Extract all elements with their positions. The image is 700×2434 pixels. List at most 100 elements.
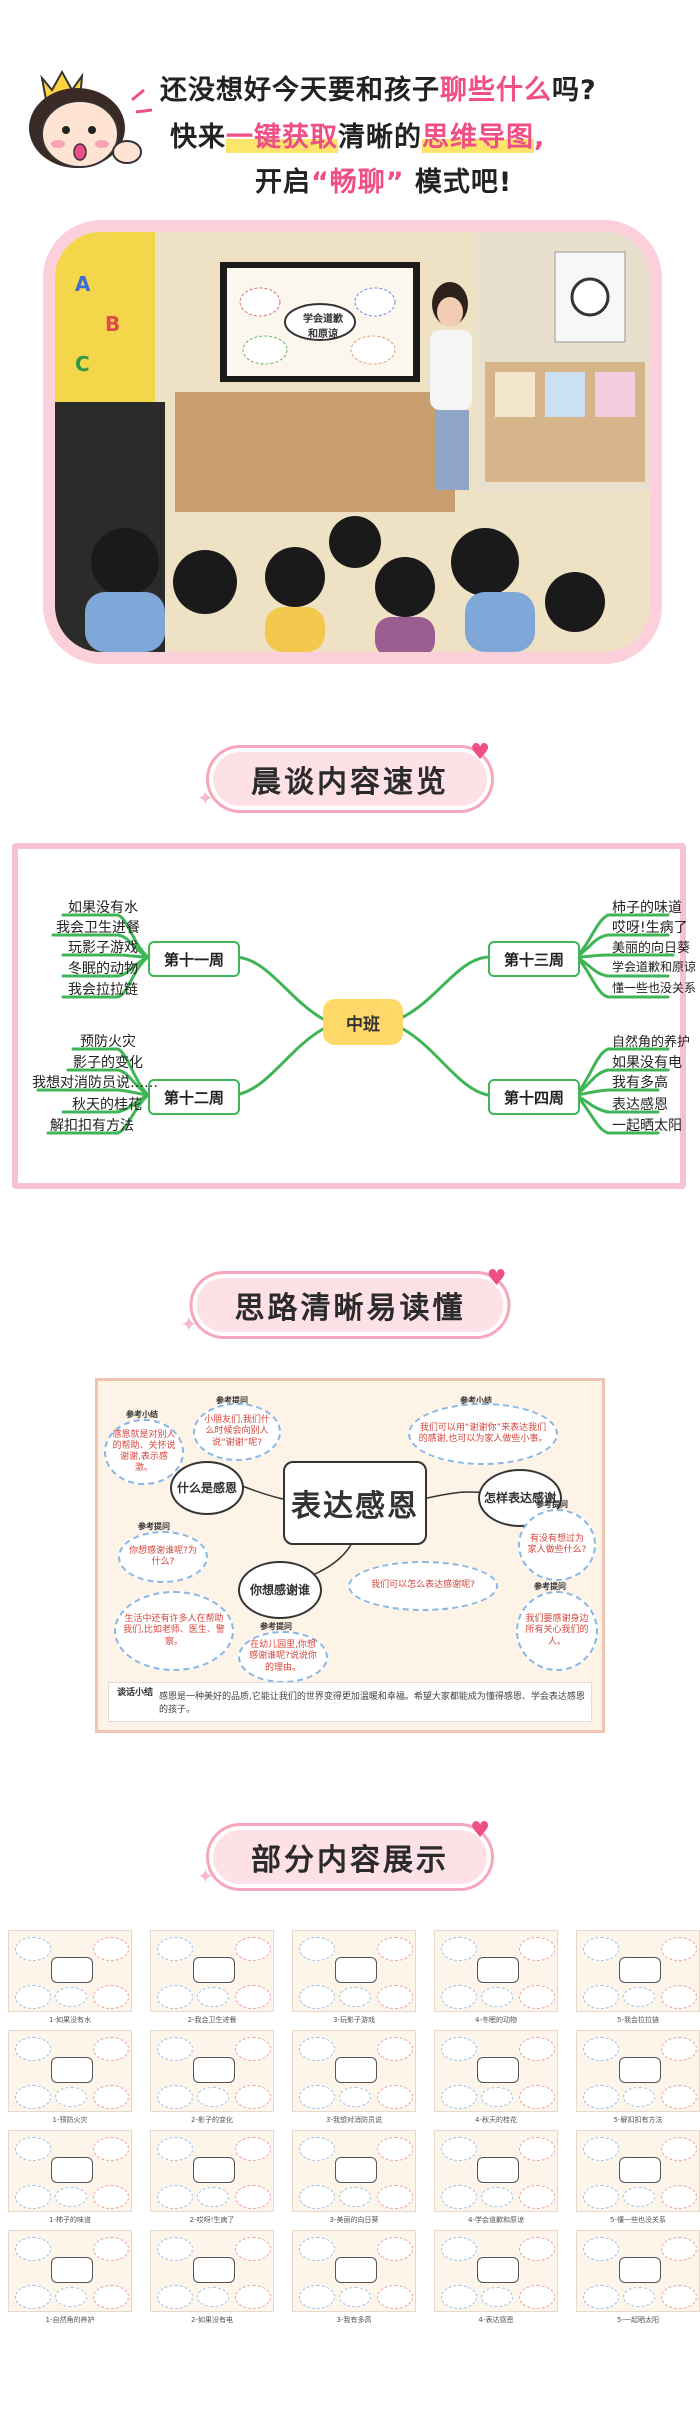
- thumbnail-bubble: [661, 2137, 697, 2161]
- gallery-thumbnail[interactable]: [434, 2130, 558, 2212]
- gallery-thumbnail[interactable]: [8, 2230, 132, 2312]
- thumbnail-bubble: [519, 2037, 555, 2061]
- gallery-thumbnail[interactable]: [150, 2130, 274, 2212]
- thumbnail-bubble: [377, 2185, 413, 2209]
- gallery-thumbnail[interactable]: [292, 1930, 416, 2012]
- hero-text: 开启: [255, 167, 311, 198]
- thumbnail-center-node: [51, 2157, 93, 2183]
- thumbnail-bubble: [157, 1985, 193, 2009]
- gallery-thumbnail[interactable]: [150, 1930, 274, 2012]
- thumbnail-center-node: [193, 2157, 235, 2183]
- hero-highlight: 一键获取: [226, 122, 338, 153]
- gallery-thumbnail[interactable]: [292, 2030, 416, 2112]
- thumbnail-bubble: [157, 2137, 193, 2161]
- thumbnail-bubble: [519, 2137, 555, 2161]
- week-node: 第十四周: [488, 1079, 580, 1115]
- hero-text: 还没想好今天要和孩子: [160, 75, 440, 106]
- thumbnail-bubble: [377, 2285, 413, 2309]
- thumbnail-bubble: [93, 2037, 129, 2061]
- classroom-photo: 学会道歉和原谅 A B C: [55, 232, 650, 652]
- thumbnail-bubble: [661, 1937, 697, 1961]
- hero-text: 吗?: [552, 75, 597, 106]
- hero-line-2: 快来一键获取清晰的思维导图,: [170, 115, 545, 154]
- thumbnail-center-node: [335, 1957, 377, 1983]
- gallery-thumbnail[interactable]: [576, 1930, 700, 2012]
- thumbnail-bubble: [235, 1937, 271, 1961]
- week-node: 第十一周: [148, 941, 240, 977]
- gallery-caption: 4-秋天的桂花: [475, 2116, 517, 2124]
- gallery-thumbnail[interactable]: [292, 2130, 416, 2212]
- mindmap-leaf: 哎呀!生病了: [612, 920, 688, 936]
- footer-badge: 谈话小结: [117, 1688, 154, 1698]
- thumbnail-bubble: [55, 2087, 87, 2107]
- thumbnail-center-node: [619, 2057, 661, 2083]
- mindmap-leaf: 我会卫生进餐: [56, 920, 140, 936]
- thumbnail-bubble: [441, 2185, 477, 2209]
- gallery-thumbnail[interactable]: [434, 2230, 558, 2312]
- gallery-thumbnail[interactable]: [8, 2130, 132, 2212]
- thumbnail-bubble: [15, 1937, 51, 1961]
- mindmap-leaf: 影子的变化: [73, 1055, 143, 1071]
- thumbnail-bubble: [157, 2285, 193, 2309]
- poster-title-part: 表达: [291, 1489, 355, 1524]
- footer-text: 感恩是一种美好的品质,它能让我们的世界变得更加温暖和幸福。希望大家都能成为懂得感…: [159, 1692, 585, 1715]
- gallery-thumbnail[interactable]: [292, 2230, 416, 2312]
- thumbnail-bubble: [377, 1985, 413, 2009]
- gallery-thumbnail[interactable]: [576, 2130, 700, 2212]
- thumbnail-bubble: [55, 2187, 87, 2207]
- gallery-thumbnail[interactable]: [8, 1930, 132, 2012]
- hero-highlight: “畅聊”: [311, 167, 405, 198]
- gallery-thumbnail[interactable]: [434, 2030, 558, 2112]
- thumbnail-bubble: [15, 2285, 51, 2309]
- thumbnail-center-node: [335, 2257, 377, 2283]
- gallery-caption: 2-影子的变化: [191, 2116, 233, 2124]
- thumbnail-bubble: [157, 2037, 193, 2061]
- gallery-thumbnail[interactable]: [8, 2030, 132, 2112]
- thumbnail-center-node: [477, 2257, 519, 2283]
- mindmap-leaf: 玩影子游戏: [68, 940, 138, 956]
- thumbnail-bubble: [519, 1985, 555, 2009]
- thumbnail-bubble: [299, 2237, 335, 2261]
- mindmap-leaf: 表达感恩: [612, 1097, 668, 1113]
- thumbnail-bubble: [299, 2285, 335, 2309]
- thumbnail-bubble: [235, 2085, 271, 2109]
- thumbnail-bubble: [481, 2187, 513, 2207]
- thumbnail-center-node: [477, 2157, 519, 2183]
- thumbnail-bubble: [661, 2285, 697, 2309]
- thumbnail-bubble: [339, 1987, 371, 2007]
- thumbnail-bubble: [377, 1937, 413, 1961]
- thumbnail-bubble: [519, 2085, 555, 2109]
- thumbnail-bubble: [377, 2237, 413, 2261]
- thumbnail-bubble: [661, 2237, 697, 2261]
- gallery-thumbnail[interactable]: [576, 2230, 700, 2312]
- gallery-thumbnail[interactable]: [150, 2030, 274, 2112]
- thumbnail-bubble: [339, 2287, 371, 2307]
- gallery-caption: 2-哎呀!生病了: [189, 2216, 235, 2224]
- thumbnail-bubble: [93, 1937, 129, 1961]
- poster-bubble: 有没有想过为家人做些什么?: [518, 1509, 596, 1581]
- sparkle-icon: ✦: [197, 1864, 217, 1888]
- section-title: 部分内容展示: [251, 1843, 449, 1878]
- gallery-caption: 5-一起晒太阳: [617, 2316, 659, 2324]
- wall-letter: C: [75, 352, 90, 376]
- gallery-caption: 4-冬眠的动物: [475, 2016, 517, 2024]
- gallery-caption: 2-如果没有电: [191, 2316, 233, 2324]
- hero-text: 清晰的: [338, 122, 422, 153]
- bubble-label: 参考提问: [536, 1500, 568, 1509]
- thumbnail-bubble: [93, 2185, 129, 2209]
- hero-line-3: 开启“畅聊” 模式吧!: [255, 160, 512, 199]
- gallery-thumbnail[interactable]: [576, 2030, 700, 2112]
- gallery-thumbnail[interactable]: [150, 2230, 274, 2312]
- sparkle-icon: ✦: [180, 1312, 201, 1336]
- gallery-thumbnail[interactable]: [434, 1930, 558, 2012]
- thumbnail-center-node: [335, 2157, 377, 2183]
- mindmap-branches: [36, 913, 675, 1135]
- poster-bubble: 在幼儿园里,你想感谢谁呢?说说你的理由。: [238, 1631, 328, 1683]
- section-title-pill: ✦ 思路清晰易读懂 ♥: [181, 1266, 507, 1336]
- thumbnail-bubble: [235, 2185, 271, 2209]
- sparkle-icon: ✦: [197, 786, 217, 810]
- thumbnail-bubble: [93, 2285, 129, 2309]
- thumbnail-bubble: [157, 2085, 193, 2109]
- thumbnail-bubble: [197, 2187, 229, 2207]
